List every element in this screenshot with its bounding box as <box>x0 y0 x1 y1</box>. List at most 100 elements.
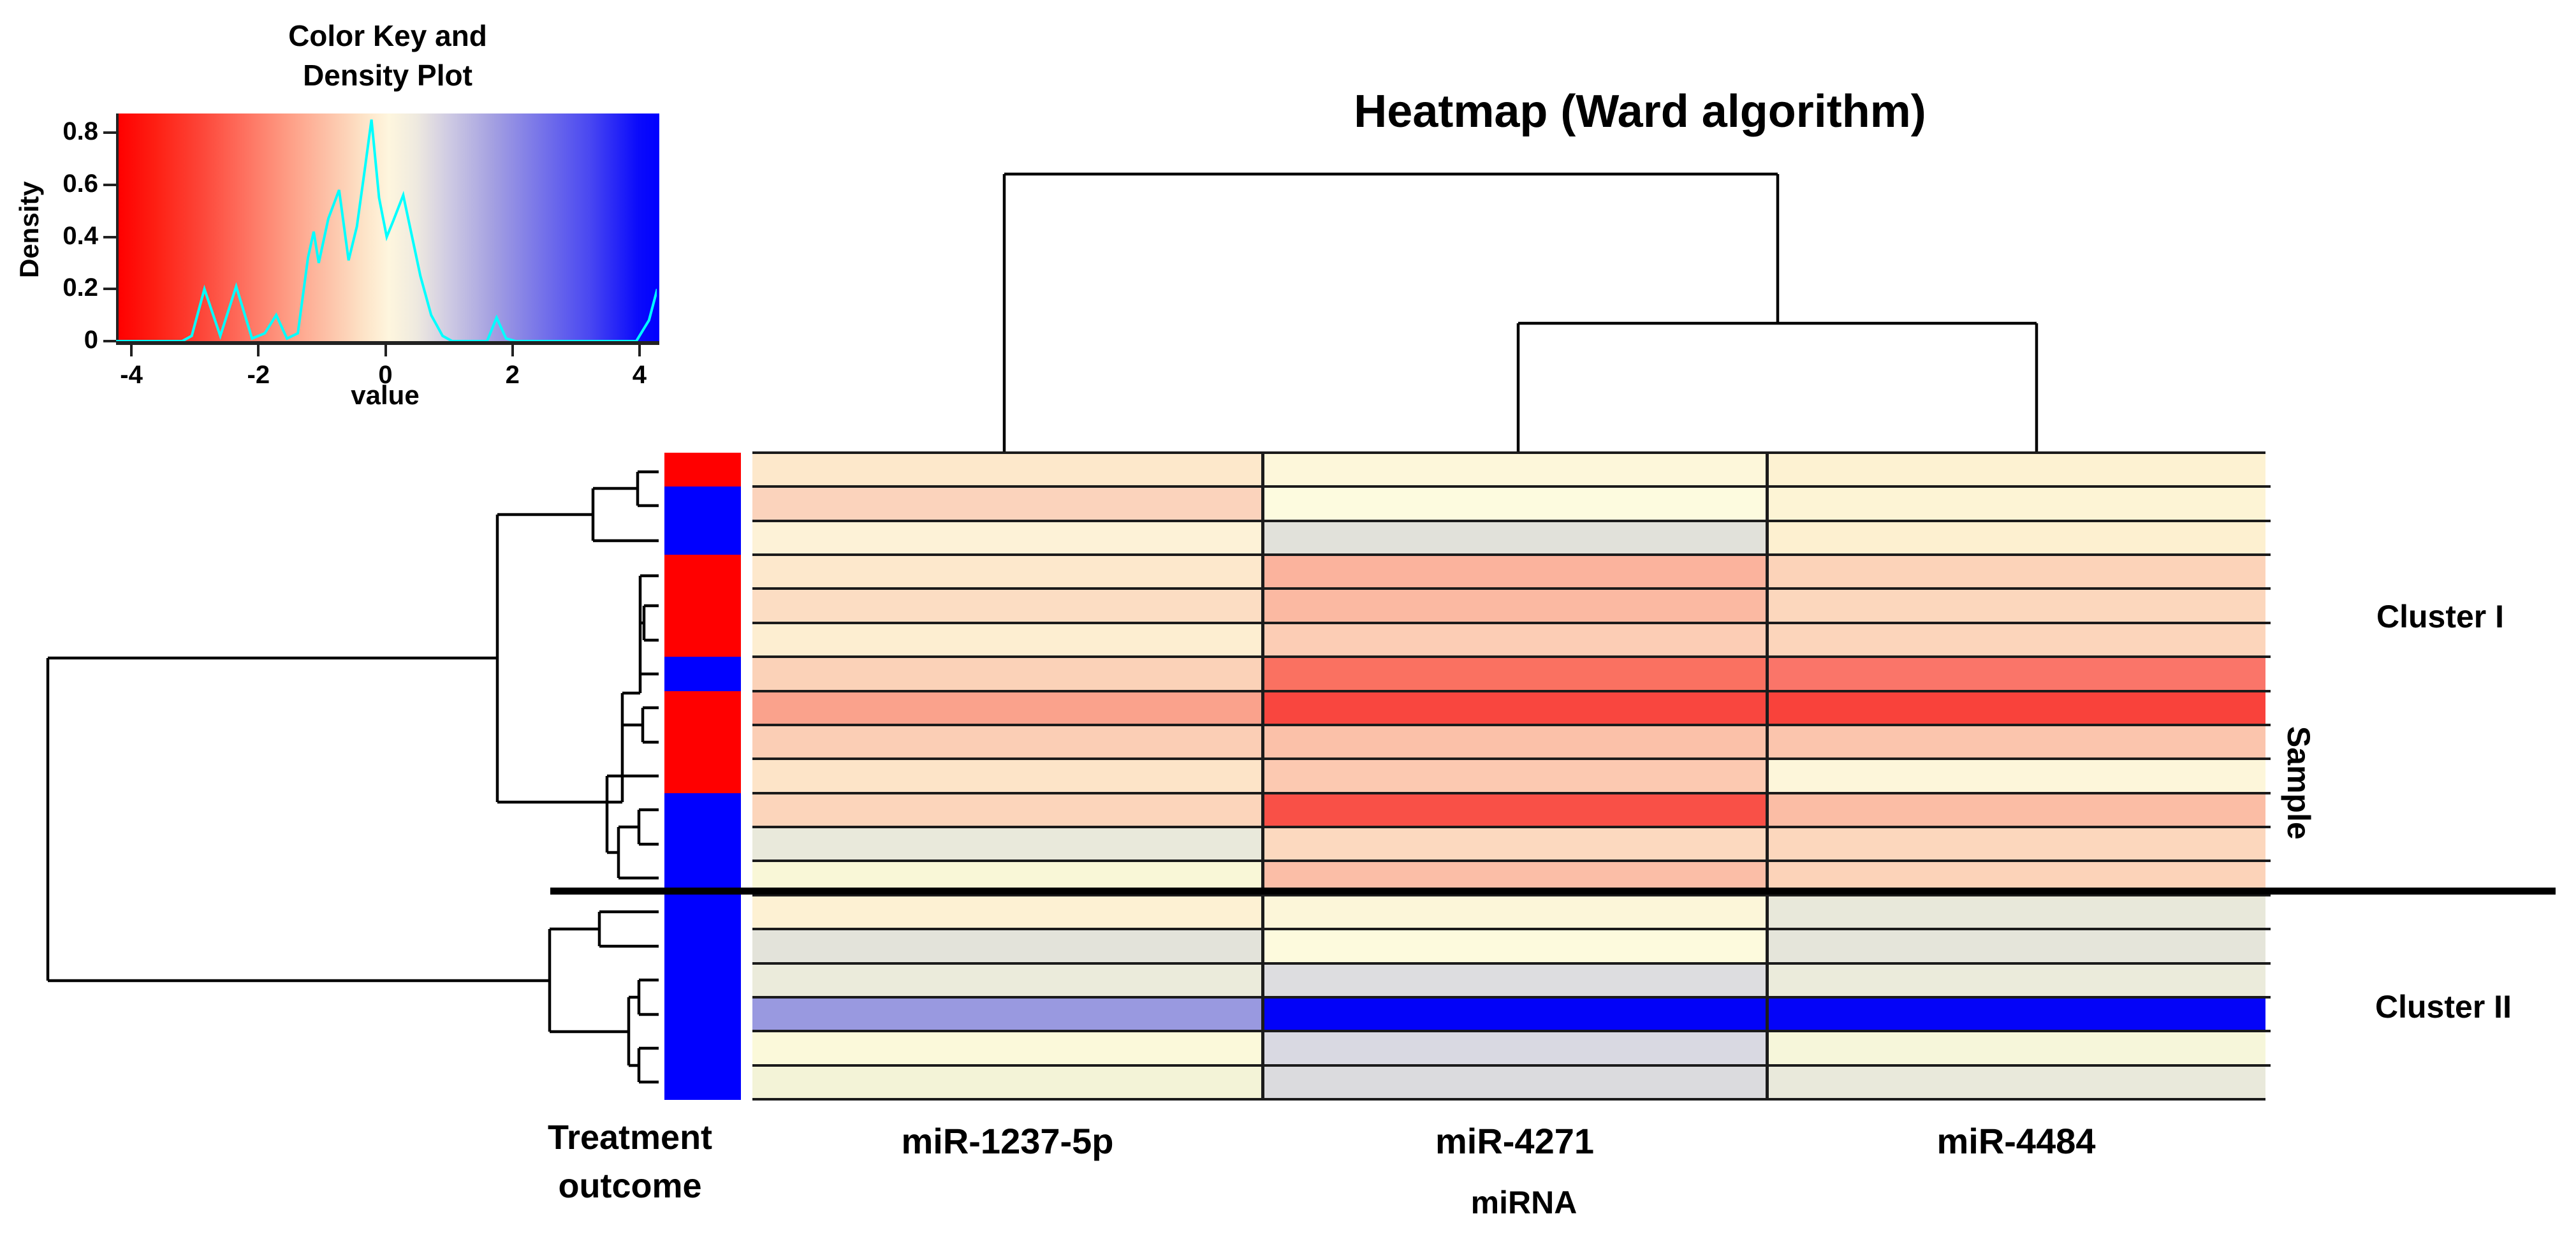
heatmap-row-separator <box>752 791 2271 794</box>
heatmap-row-separator <box>752 723 2271 726</box>
heatmap-column-separator <box>1261 453 1264 1099</box>
heatmap-cell <box>1767 929 2265 964</box>
color-key-x-tick <box>511 345 514 356</box>
heatmap-cell <box>1262 759 1767 794</box>
heatmap-column-separator <box>1766 453 1769 1099</box>
heatmap-cell <box>1262 1031 1767 1066</box>
column-label-miR-4484: miR-4484 <box>1936 1121 2096 1161</box>
color-key-gradient <box>116 113 659 345</box>
heatmap-cell <box>1262 555 1767 590</box>
heatmap-row-separator <box>752 860 2271 863</box>
heatmap-cell <box>1767 520 2265 556</box>
heatmap-row-separator <box>752 485 2271 488</box>
heatmap-cell <box>1262 453 1767 488</box>
color-key-y-tick <box>103 340 116 342</box>
treatment-outcome-cell <box>664 997 741 1032</box>
heatmap-cell <box>1767 589 2265 624</box>
heatmap-row-separator <box>752 621 2271 624</box>
heatmap-cell <box>1767 691 2265 726</box>
color-key-x-tick <box>384 345 387 356</box>
treatment-outcome-label-line1: Treatment <box>547 1118 713 1157</box>
heatmap-cell <box>1262 622 1767 658</box>
heatmap-cell <box>1767 486 2265 522</box>
heatmap-cell <box>1262 657 1767 692</box>
heatmap-cell <box>1767 997 2265 1032</box>
heatmap-row-separator <box>752 757 2271 761</box>
color-key-y-tick <box>103 235 116 238</box>
heatmap-cell <box>752 827 1262 862</box>
heatmap-cell <box>1767 657 2265 692</box>
heatmap-row-separator <box>752 928 2271 931</box>
heatmap-cell <box>752 997 1262 1032</box>
treatment-outcome-cell <box>664 486 741 522</box>
treatment-outcome-cell <box>664 1065 741 1100</box>
treatment-outcome-cell <box>664 1031 741 1066</box>
heatmap-row-separator <box>752 995 2271 999</box>
heatmap-row-separator <box>752 1030 2271 1033</box>
heatmap-cell <box>1767 827 2265 862</box>
heatmap-cell <box>752 929 1262 964</box>
heatmap-cell <box>1262 895 1767 930</box>
heatmap-cell <box>1767 555 2265 590</box>
heatmap-cell <box>752 1031 1262 1066</box>
heatmap-cell <box>1262 827 1767 862</box>
heatmap-row-separator <box>752 587 2271 590</box>
treatment-outcome-cell <box>664 929 741 964</box>
heatmap-cell <box>1767 1065 2265 1100</box>
heatmap-cell <box>752 895 1262 930</box>
heatmap-cell <box>1262 793 1767 828</box>
heatmap-row-separator <box>752 1098 2265 1101</box>
heatmap-cell <box>1767 453 2265 488</box>
heatmap-cell <box>1262 724 1767 760</box>
heatmap-cell <box>1262 1065 1767 1100</box>
treatment-outcome-cell <box>664 589 741 624</box>
heatmap-cell <box>752 589 1262 624</box>
color-key-x-tick <box>257 345 260 356</box>
heatmap-cell <box>1767 1031 2265 1066</box>
treatment-outcome-cell <box>664 793 741 828</box>
color-key-y-tick-label: 0.4 <box>62 221 98 250</box>
figure-title: Heatmap (Ward algorithm) <box>1354 86 1926 137</box>
heatmap-cell <box>752 691 1262 726</box>
heatmap-cell <box>752 555 1262 590</box>
treatment-outcome-cell <box>664 520 741 556</box>
heatmap-row-separator <box>752 826 2271 829</box>
color-key-x-tick <box>638 345 641 356</box>
heatmap-cell <box>1262 963 1767 998</box>
color-key-y-tick <box>103 183 116 186</box>
heatmap-cell <box>752 1065 1262 1100</box>
treatment-outcome-cell <box>664 895 741 930</box>
color-key-x-tick <box>130 345 133 356</box>
heatmap-cell <box>752 724 1262 760</box>
treatment-outcome-cell <box>664 827 741 862</box>
color-key-x-tick-label: 0 <box>378 361 393 389</box>
treatment-outcome-cell <box>664 759 741 794</box>
color-key-x-tick-label: 4 <box>632 361 647 389</box>
mirna-axis-label: miRNA <box>1470 1185 1577 1220</box>
cluster-2-label: Cluster II <box>2375 989 2512 1025</box>
heatmap-row-separator <box>752 451 2265 454</box>
heatmap-cell <box>1262 997 1767 1032</box>
color-key-y-tick-label: 0 <box>84 326 98 354</box>
treatment-outcome-cell <box>664 622 741 658</box>
color-key-y-tick-label: 0.8 <box>62 117 98 145</box>
heatmap-row-separator <box>752 893 2271 896</box>
treatment-outcome-cell <box>664 724 741 760</box>
heatmap-cell <box>1262 691 1767 726</box>
heatmap-cell <box>1767 759 2265 794</box>
color-key-y-tick <box>103 288 116 291</box>
heatmap-cell <box>752 486 1262 522</box>
heatmap-cell <box>752 520 1262 556</box>
heatmap-row-separator <box>752 1064 2271 1067</box>
column-label-miR-4271: miR-4271 <box>1435 1121 1595 1161</box>
heatmap-cell <box>1767 793 2265 828</box>
treatment-outcome-cell <box>664 691 741 726</box>
color-key-x-tick-label: 2 <box>505 361 520 389</box>
heatmap-cell <box>752 963 1262 998</box>
treatment-outcome-label-line2: outcome <box>558 1167 702 1205</box>
color-key-y-tick-label: 0.2 <box>62 274 98 302</box>
heatmap-cell <box>1262 520 1767 556</box>
heatmap-cell <box>1767 895 2265 930</box>
heatmap-cell <box>752 453 1262 488</box>
color-key-y-tick <box>103 131 116 134</box>
